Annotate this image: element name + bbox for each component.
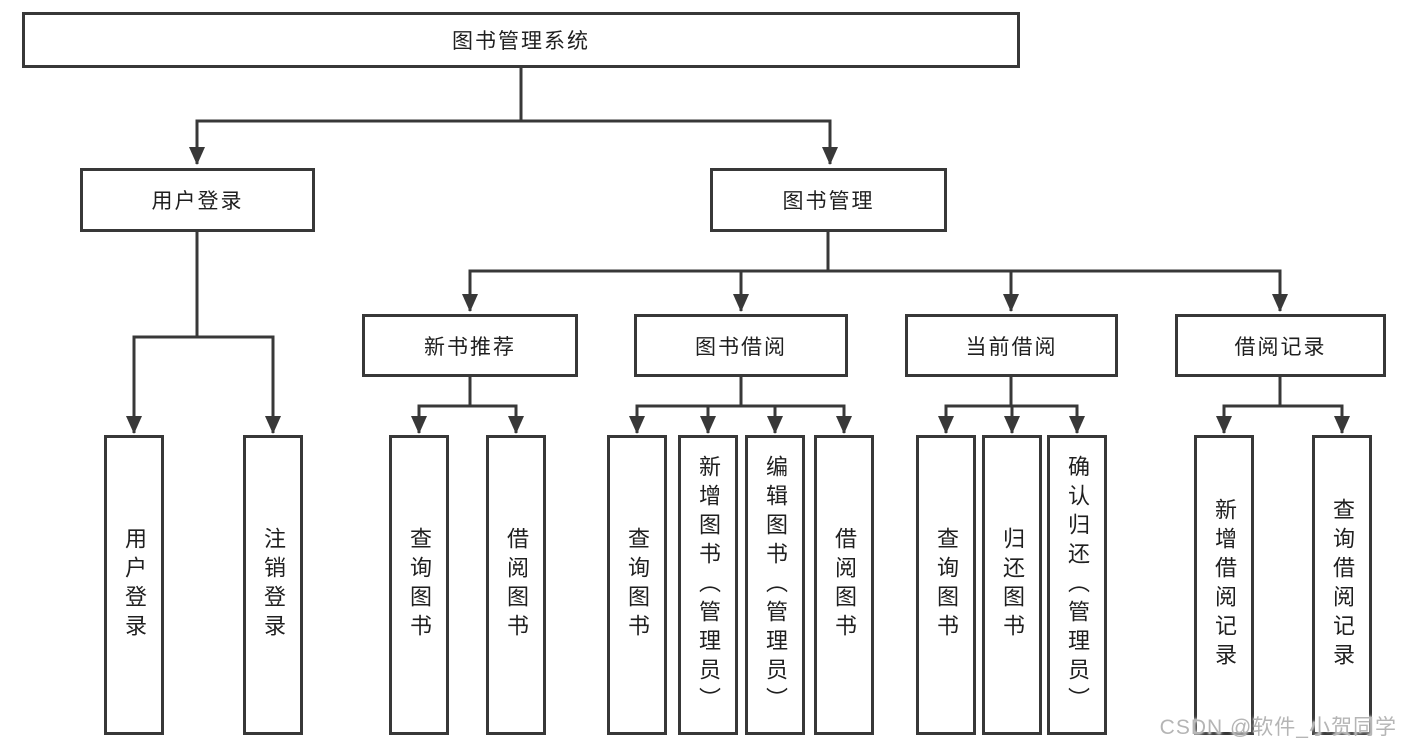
node-current-borrowing: 当前借阅: [905, 314, 1118, 377]
node-new-book-recommend: 新书推荐: [362, 314, 578, 377]
node-edit-book-admin: 编辑图书（管理员）: [745, 435, 805, 735]
node-add-borrow-record: 新增借阅记录: [1194, 435, 1254, 735]
node-query-books-borrowing: 查询图书: [607, 435, 667, 735]
node-confirm-return-admin: 确认归还（管理员）: [1047, 435, 1107, 735]
node-borrow-records: 借阅记录: [1175, 314, 1386, 377]
node-borrow-books-recommend: 借阅图书: [486, 435, 546, 735]
node-query-books-recommend: 查询图书: [389, 435, 449, 735]
node-book-borrowing: 图书借阅: [634, 314, 848, 377]
node-return-books: 归还图书: [982, 435, 1042, 735]
node-book-management: 图书管理: [710, 168, 947, 232]
csdn-watermark: CSDN @软件_小贺同学: [1159, 716, 1397, 739]
node-query-books-current: 查询图书: [916, 435, 976, 735]
node-user-login: 用户登录: [104, 435, 164, 735]
node-logout: 注销登录: [243, 435, 303, 735]
node-query-borrow-record: 查询借阅记录: [1312, 435, 1372, 735]
node-borrow-books-borrowing: 借阅图书: [814, 435, 874, 735]
node-user-login-group: 用户登录: [80, 168, 315, 232]
node-root: 图书管理系统: [22, 12, 1020, 68]
node-add-book-admin: 新增图书（管理员）: [678, 435, 738, 735]
